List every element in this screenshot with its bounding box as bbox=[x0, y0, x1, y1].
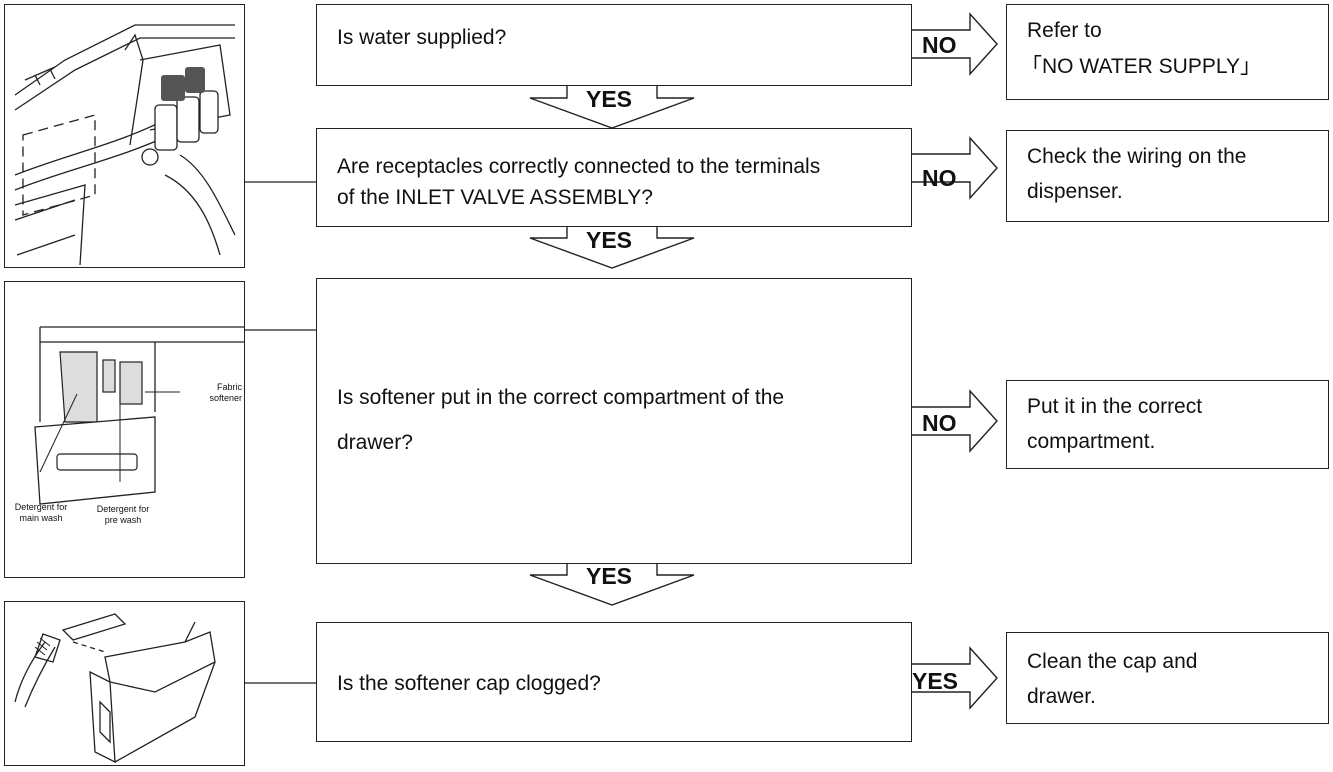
question-box-1: Is water supplied? bbox=[316, 4, 912, 86]
dispenser-drawer-drawing: Fabric softener Detergent for main wash … bbox=[15, 326, 245, 525]
yes-label-1: YES bbox=[586, 86, 633, 112]
yes-arrow-4 bbox=[909, 646, 998, 710]
result-2-line-2: dispenser. bbox=[1027, 180, 1123, 203]
yes-arrow-3 bbox=[529, 563, 695, 606]
label-pre-wash-1: Detergent for bbox=[97, 504, 150, 514]
label-pre-wash-2: pre wash bbox=[105, 515, 142, 525]
yes-label-3: YES bbox=[586, 563, 633, 589]
result-3-line-2: compartment. bbox=[1027, 430, 1156, 453]
question-box-4: Is the softener cap clogged? bbox=[316, 622, 912, 742]
no-label-2: NO bbox=[922, 165, 957, 191]
label-fabric-1: Fabric bbox=[217, 382, 243, 392]
no-arrow-3 bbox=[909, 389, 998, 453]
no-label-3: NO bbox=[922, 410, 957, 436]
label-main-wash-1: Detergent for bbox=[15, 502, 68, 512]
illustration-softener-cap bbox=[4, 601, 245, 766]
question-1: Is water supplied? bbox=[337, 26, 507, 49]
yes-arrow-2 bbox=[529, 226, 695, 269]
result-box-2: Check the wiring on the dispenser. bbox=[1006, 130, 1329, 222]
no-arrow-2 bbox=[909, 136, 998, 200]
illustration-inlet-valve bbox=[4, 4, 245, 268]
no-label-1: NO bbox=[922, 32, 957, 58]
result-box-3: Put it in the correct compartment. bbox=[1006, 380, 1329, 469]
result-3-line-1: Put it in the correct bbox=[1027, 395, 1203, 418]
result-box-1: Refer to 「NO WATER SUPPLY」 bbox=[1006, 4, 1329, 100]
yes-label-2: YES bbox=[586, 227, 633, 253]
label-main-wash-2: main wash bbox=[19, 513, 62, 523]
question-2-line-2: of the INLET VALVE ASSEMBLY? bbox=[337, 186, 653, 209]
question-4: Is the softener cap clogged? bbox=[337, 672, 601, 695]
result-box-4: Clean the cap and drawer. bbox=[1006, 632, 1329, 724]
result-4-line-2: drawer. bbox=[1027, 685, 1096, 708]
question-3-line-2: drawer? bbox=[337, 431, 413, 454]
label-fabric-2: softener bbox=[209, 393, 242, 403]
result-4-line-1: Clean the cap and bbox=[1027, 650, 1198, 673]
question-3-line-1: Is softener put in the correct compartme… bbox=[337, 386, 785, 409]
question-box-3: Is softener put in the correct compartme… bbox=[316, 278, 912, 564]
result-1-line-2: 「NO WATER SUPPLY」 bbox=[1021, 55, 1261, 78]
result-2-line-1: Check the wiring on the bbox=[1027, 145, 1247, 168]
softener-cap-drawing bbox=[14, 613, 216, 764]
inlet-valve-drawing bbox=[14, 24, 236, 266]
illustration-dispenser-drawer: Fabric softener Detergent for main wash … bbox=[4, 281, 245, 578]
question-2-line-1: Are receptacles correctly connected to t… bbox=[337, 155, 821, 178]
result-1-line-1: Refer to bbox=[1027, 19, 1102, 42]
question-box-2: Are receptacles correctly connected to t… bbox=[316, 128, 912, 227]
yes-label-4: YES bbox=[912, 668, 959, 694]
no-arrow-1 bbox=[909, 12, 998, 76]
